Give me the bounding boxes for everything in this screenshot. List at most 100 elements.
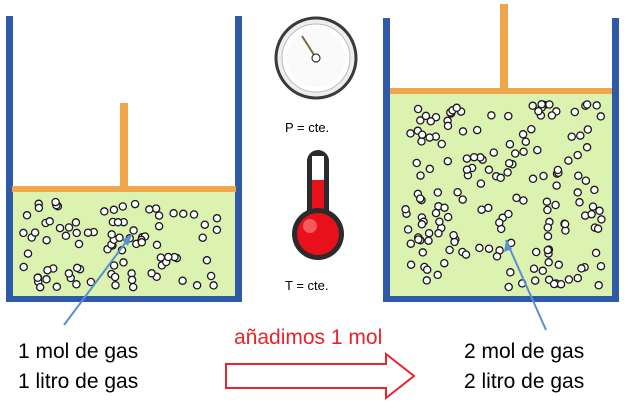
gas-molecule — [178, 276, 187, 285]
gas-molecule — [424, 228, 434, 238]
gas-molecule — [505, 139, 515, 149]
gas-molecule — [539, 171, 548, 181]
temperature-label: T = cte. — [285, 278, 329, 293]
gas-molecule — [55, 223, 65, 233]
gas-molecule — [552, 181, 561, 190]
gas-molecule — [107, 230, 116, 239]
gas-molecule — [472, 125, 482, 135]
gas-molecule — [202, 256, 212, 265]
gas-molecule — [592, 101, 601, 110]
gas-molecule — [72, 280, 81, 289]
gas-molecule — [406, 129, 415, 138]
gas-molecule — [576, 131, 585, 140]
gas-molecule — [406, 239, 416, 248]
gas-molecule — [503, 168, 512, 177]
gas-molecule — [495, 218, 504, 227]
gas-molecule — [549, 279, 559, 289]
left-line2: 1 litro de gas — [18, 370, 139, 393]
gas-molecule — [496, 173, 505, 183]
gas-molecule — [582, 143, 592, 152]
gas-molecule — [543, 205, 552, 215]
gas-molecule — [151, 204, 161, 213]
gas-molecule — [577, 264, 586, 273]
gas-molecule — [164, 252, 173, 262]
gas-molecule — [594, 281, 603, 290]
gas-molecule — [475, 243, 484, 253]
gas-molecule — [573, 188, 582, 197]
gas-molecule — [587, 209, 596, 219]
gas-molecule — [591, 248, 601, 258]
left-pointer-line — [63, 233, 133, 326]
gas-molecule — [595, 206, 604, 216]
gas-molecule — [519, 147, 528, 156]
gas-molecule — [462, 165, 472, 174]
gas-molecule — [154, 221, 164, 231]
gas-molecule — [449, 230, 458, 240]
gas-molecule — [426, 117, 436, 126]
right-piston-rod — [500, 4, 508, 90]
gas-molecule — [489, 148, 499, 157]
gas-molecule — [34, 203, 44, 213]
gas-molecule — [445, 245, 454, 255]
gas-molecule — [545, 100, 554, 109]
gas-molecule — [416, 116, 425, 125]
gas-molecule — [52, 282, 62, 292]
gas-molecule — [147, 269, 156, 278]
gas-molecule — [434, 229, 443, 238]
gas-molecule — [127, 275, 137, 285]
right-container-wall-left — [383, 18, 390, 302]
left-container-wall-left — [6, 16, 13, 300]
gas-molecule — [575, 198, 584, 207]
gas-molecule — [443, 212, 453, 222]
gas-molecule — [538, 266, 548, 276]
gas-molecule — [588, 202, 598, 211]
gas-molecule — [209, 281, 218, 290]
left-piston-plate — [12, 186, 236, 192]
gas-molecule — [200, 220, 210, 229]
gas-molecule — [33, 273, 42, 283]
gas-molecule — [506, 268, 515, 277]
gas-molecule — [596, 261, 606, 271]
gas-molecule — [452, 103, 461, 113]
gas-molecule — [154, 211, 164, 220]
right-line1: 2 mol de gas — [464, 340, 585, 363]
gas-molecule — [130, 199, 140, 209]
left-pointer-arrowhead — [122, 234, 132, 246]
gas-molecule — [115, 233, 124, 242]
gas-molecule — [109, 261, 119, 270]
gas-molecule — [469, 152, 479, 162]
gas-molecule — [504, 158, 514, 168]
gas-molecule — [518, 130, 528, 139]
gas-molecule — [417, 220, 427, 229]
gas-molecule — [581, 176, 591, 185]
gas-molecule — [119, 258, 128, 267]
gas-molecule — [528, 101, 537, 111]
gas-molecule — [597, 215, 606, 224]
gas-molecule — [401, 205, 410, 214]
pressure-label: P = cte. — [285, 120, 330, 135]
gas-molecule — [596, 112, 606, 121]
gas-molecule — [567, 132, 576, 141]
gas-molecule — [528, 174, 538, 184]
gas-molecule — [406, 260, 416, 269]
pressure-gauge-icon — [274, 16, 358, 100]
gas-molecule — [415, 194, 425, 203]
gas-molecule — [179, 209, 188, 219]
gas-molecule — [440, 203, 449, 212]
gas-molecule — [443, 121, 453, 131]
right-container-wall-right — [612, 18, 619, 302]
gas-molecule — [543, 245, 553, 255]
gas-molecule — [425, 164, 435, 174]
gas-molecule — [42, 275, 51, 284]
left-line1: 1 mol de gas — [18, 340, 139, 363]
left-container — [6, 16, 242, 302]
gas-molecule — [450, 237, 459, 247]
gas-molecule — [530, 276, 540, 285]
gas-molecule — [484, 165, 494, 175]
gas-molecule — [417, 130, 427, 139]
gas-molecule — [72, 263, 82, 273]
gas-molecule — [416, 171, 425, 180]
gas-molecule — [118, 202, 128, 211]
gas-molecule — [433, 188, 443, 197]
